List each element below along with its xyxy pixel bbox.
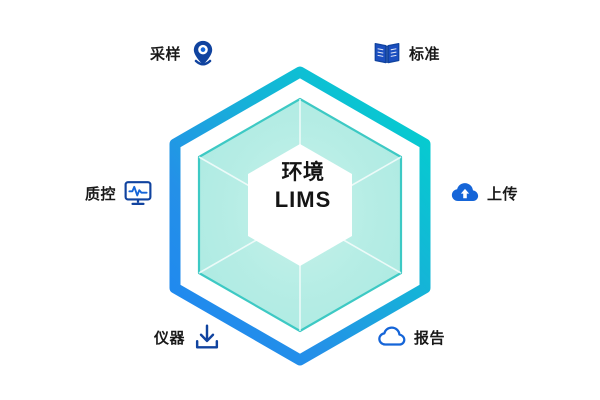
outer-hexagon-ring xyxy=(169,66,431,366)
cloud-upload-icon xyxy=(451,183,479,201)
node-standard[interactable]: 标准 xyxy=(372,38,440,68)
node-instrument[interactable]: 仪器 xyxy=(154,322,222,352)
node-standard-label: 标准 xyxy=(409,45,441,63)
node-upload[interactable]: 上传 xyxy=(450,178,518,208)
node-upload-label: 上传 xyxy=(487,185,519,203)
node-report-label: 报告 xyxy=(414,329,446,347)
node-qc-label: 质控 xyxy=(85,185,117,203)
location-pin-icon xyxy=(193,40,213,66)
open-book-icon xyxy=(374,42,400,64)
monitor-waveform-icon xyxy=(124,181,152,205)
cloud-outline-icon xyxy=(378,326,406,346)
center-hexagon xyxy=(248,144,352,266)
node-qc[interactable]: 质控 xyxy=(85,178,153,208)
import-tray-icon xyxy=(195,324,219,349)
node-instrument-label: 仪器 xyxy=(154,329,186,347)
node-sampling[interactable]: 采样 xyxy=(150,38,218,68)
node-sampling-label: 采样 xyxy=(150,45,182,63)
node-report[interactable]: 报告 xyxy=(377,322,445,352)
